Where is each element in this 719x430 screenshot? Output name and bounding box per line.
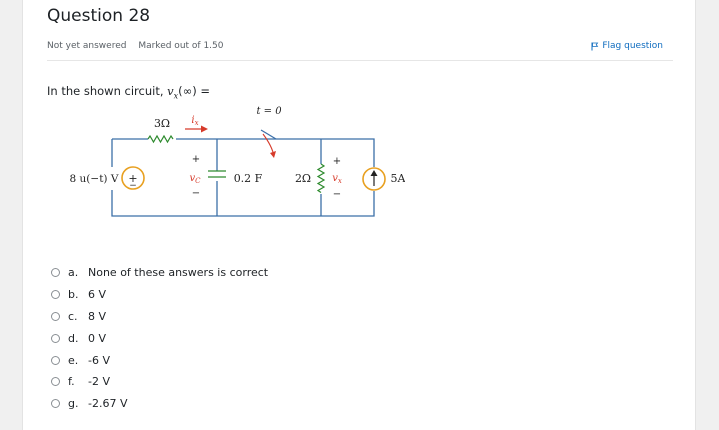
current-source-label: 5A [391,172,405,185]
source-minus: − [129,181,137,191]
option-letter: b. [68,288,79,302]
radio-button[interactable] [51,290,60,300]
answer-option-a[interactable]: a. None of these answers is correct [51,262,268,284]
cap-voltage-sub: C [195,177,201,185]
resistor-2ohm [316,163,326,193]
option-text: 0 V [88,331,107,345]
res-plus: + [333,156,341,167]
prompt-subscript: x [173,91,179,101]
current-label: ix [191,115,198,127]
answer-options: a. None of these answers is correct b. 6 V… [51,262,268,415]
question-status: Not yet answered Marked out of 1.50 [47,41,224,51]
circuit-wires [111,138,375,217]
switch-symbol [260,129,277,158]
marks-info: Marked out of 1.50 [138,41,224,51]
option-letter: e. [68,353,79,367]
cap-voltage-label: vC [189,173,201,185]
option-text: None of these answers is correct [88,266,269,280]
option-letter: g. [68,397,79,411]
cap-plus: + [192,154,200,165]
option-text: 8 V [88,309,107,323]
cap-minus: − [192,188,200,199]
current-source-icon [362,167,386,191]
resistor1-label: 3Ω [154,117,170,130]
radio-button[interactable] [51,377,60,387]
prompt-variable: v [167,84,174,98]
capacitor-symbol [208,170,226,178]
capacitor-label: 0.2 F [234,172,263,185]
radio-button[interactable] [51,355,60,365]
radio-button[interactable] [51,268,60,278]
answer-status: Not yet answered [47,41,127,51]
answer-option-f[interactable]: f. -2 V [51,371,268,393]
resistor-3ohm [147,134,174,144]
option-letter: a. [68,266,79,280]
res-voltage-sub: x [338,177,342,185]
current-label-sub: x [195,119,199,127]
current-label-main: i [191,115,194,126]
prompt-suffix: (∞) = [178,84,211,98]
option-letter: f. [68,375,75,389]
cap-voltage-main: v [189,173,195,184]
option-text: -2 V [88,375,110,389]
option-text: -6 V [88,353,110,367]
header-divider [47,60,673,61]
res-voltage-label: vx [332,173,342,185]
question-prompt: In the shown circuit, vx(∞) = [47,84,210,100]
option-letter: c. [68,309,78,323]
flag-question-link[interactable]: Flag question [591,41,663,51]
answer-option-e[interactable]: e. -6 V [51,349,268,371]
circuit-diagram: + − 3Ω ix t = 0 8 u(−t) V + vC − 0.2 F 2… [70,106,405,217]
source-plus: + [128,172,137,185]
option-letter: d. [68,331,79,345]
option-text: 6 V [88,288,107,302]
res-minus: − [333,189,341,200]
voltage-source-icon: + − [121,166,145,191]
radio-button[interactable] [51,333,60,343]
answer-option-c[interactable]: c. 8 V [51,306,268,328]
radio-button[interactable] [51,399,60,409]
answer-option-b[interactable]: b. 6 V [51,284,268,306]
flag-question-label: Flag question [602,41,663,51]
res-voltage-main: v [332,173,338,184]
current-arrow [185,125,208,133]
source-voltage-label: 8 u(−t) V [70,173,119,185]
switch-label: t = 0 [256,106,282,117]
answer-option-d[interactable]: d. 0 V [51,327,268,349]
answer-option-g[interactable]: g. -2.67 V [51,393,268,415]
radio-button[interactable] [51,311,60,321]
option-text: -2.67 V [88,397,128,411]
question-card: Question 28 Not yet answered Marked out … [22,0,696,430]
prompt-prefix: In the shown circuit, [47,84,168,98]
resistor2-label: 2Ω [295,172,311,185]
question-title: Question 28 [47,6,151,26]
flag-icon [591,42,599,50]
